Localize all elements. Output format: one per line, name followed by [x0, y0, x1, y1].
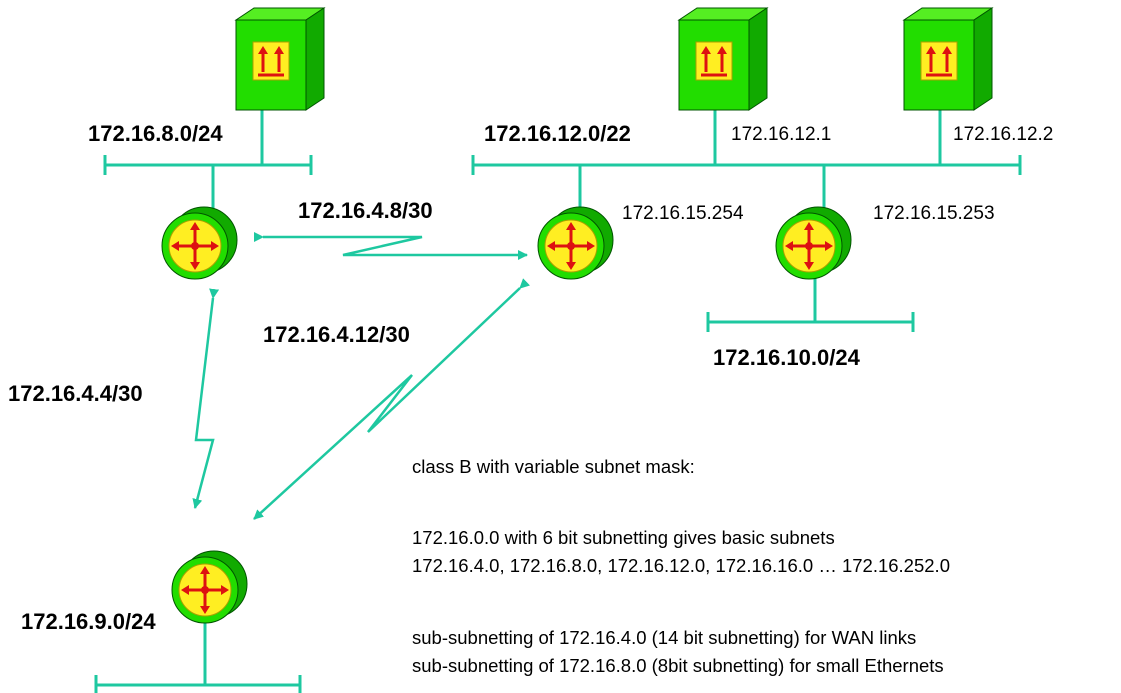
network-label-10: 172.16.10.0/24: [713, 345, 860, 370]
wan-link-4-8: [254, 232, 528, 260]
router-ip-label: 172.16.15.254: [622, 203, 744, 224]
router-icon[interactable]: [774, 205, 853, 281]
network-label-8: 172.16.8.0/24: [88, 121, 223, 146]
router-icon[interactable]: [160, 205, 239, 281]
router-ip-label: 172.16.15.253: [873, 203, 995, 224]
note-heading: class B with variable subnet mask:: [412, 456, 695, 477]
network-label-9: 172.16.9.0/24: [21, 609, 156, 634]
note-line: sub-subnetting of 172.16.8.0 (8bit subne…: [412, 655, 944, 676]
wan-label-4-4: 172.16.4.4/30: [8, 381, 143, 406]
server-icon[interactable]: [234, 6, 326, 112]
wan-link-4-4: [192, 288, 220, 509]
server-icon[interactable]: [677, 6, 769, 112]
network-label-12: 172.16.12.0/22: [484, 121, 631, 146]
wan-link-4-12: [253, 278, 530, 520]
router-icon[interactable]: [536, 205, 615, 281]
server-ip-label: 172.16.12.2: [953, 124, 1054, 145]
server-ip-label: 172.16.12.1: [731, 124, 832, 145]
wan-links: [192, 232, 530, 520]
server-icon[interactable]: [902, 6, 994, 112]
note-line: 172.16.0.0 with 6 bit subnetting gives b…: [412, 527, 835, 548]
wan-label-4-8: 172.16.4.8/30: [298, 198, 433, 223]
lan-segments: [94, 108, 1022, 693]
router-icon[interactable]: [170, 549, 249, 625]
note-line: sub-subnetting of 172.16.4.0 (14 bit sub…: [412, 627, 917, 648]
wan-label-4-12: 172.16.4.12/30: [263, 322, 410, 347]
note-line: 172.16.4.0, 172.16.8.0, 172.16.12.0, 172…: [412, 555, 950, 576]
